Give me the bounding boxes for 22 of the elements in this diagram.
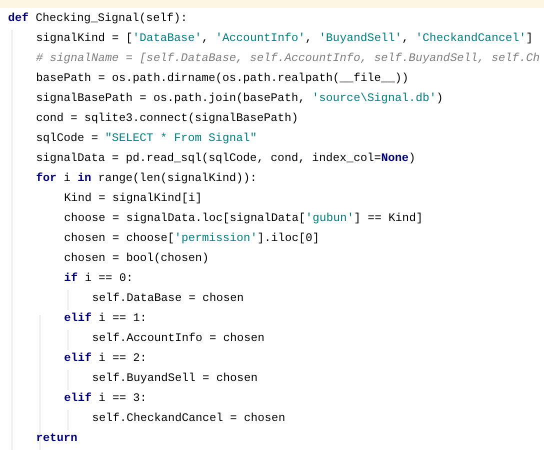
code-line: sqlCode = "SELECT * From Signal" xyxy=(36,131,257,147)
code-line: signalKind = ['DataBase', 'AccountInfo', 'BuyandSell', 'CheckandCancel'] xyxy=(36,31,533,47)
code-line: Kind = signalKind[i] xyxy=(64,191,202,207)
code-line: self.BuyandSell = chosen xyxy=(92,371,258,387)
code-line: for i in range(len(signalKind)): xyxy=(36,171,257,187)
code-line: chosen = bool(chosen) xyxy=(64,251,209,267)
code-line: self.CheckandCancel = chosen xyxy=(92,411,286,427)
code-line: self.AccountInfo = chosen xyxy=(92,331,265,347)
code-line: elif i == 2: xyxy=(64,351,147,367)
code-line: choose = signalData.loc[signalData['gubun'] == Kind] xyxy=(64,211,423,227)
code-line: cond = sqlite3.connect(signalBasePath) xyxy=(36,111,298,127)
code-line: def Checking_Signal(self): xyxy=(8,11,188,27)
code-line: basePath = os.path.dirname(os.path.realpath(__file__)) xyxy=(36,71,409,87)
code-line: self.DataBase = chosen xyxy=(92,291,244,307)
code-line: elif i == 3: xyxy=(64,391,147,407)
code-comment: # signalName = [self.DataBase, self.AccountInfo, self.BuyandSell, self.Ch xyxy=(36,51,540,67)
code-line: return xyxy=(36,431,78,447)
code-line: chosen = choose['permission'].iloc[0] xyxy=(64,231,320,247)
code-line: if i == 0: xyxy=(64,271,134,287)
code-line: signalBasePath = os.path.join(basePath, 'source\Signal.db') xyxy=(36,91,444,107)
code-line: signalData = pd.read_sql(sqlCode, cond, index_col=None) xyxy=(36,151,416,167)
code-line: elif i == 1: xyxy=(64,311,147,327)
